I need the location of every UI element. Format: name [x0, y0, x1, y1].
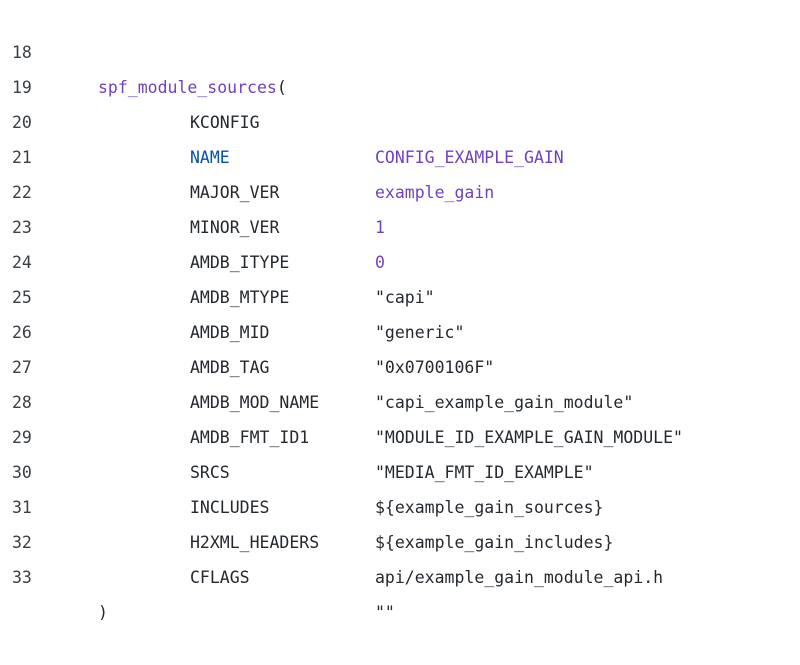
line-number: 27 — [12, 358, 32, 377]
line-number: 28 — [12, 393, 32, 412]
code-line-30: 30 INCLUDES ${example_gain_includes} — [0, 420, 800, 552]
code-line-24: 24 AMDB_MTYPE "generic" — [0, 210, 800, 342]
code-line-26: 26 AMDB_TAG "capi_example_gain_module" — [0, 280, 800, 412]
arg-key: AMDB_FMT_ID1 — [190, 428, 310, 447]
arg-key: NAME — [190, 148, 230, 167]
arg-value: ${example_gain_includes} — [375, 533, 614, 552]
line-number: 31 — [12, 498, 32, 517]
arg-value: "" — [375, 603, 395, 622]
arg-key: AMDB_ITYPE — [190, 253, 290, 272]
code-line-23: 23 AMDB_ITYPE "capi" — [0, 175, 800, 307]
arg-value: ${example_gain_sources} — [375, 498, 604, 517]
code-line-21: 21 MAJOR_VER 1 — [0, 105, 800, 237]
line-number: 21 — [12, 148, 32, 167]
line-number: 26 — [12, 323, 32, 342]
arg-key: AMDB_MTYPE — [190, 288, 290, 307]
arg-key: INCLUDES — [190, 498, 270, 517]
arg-value: api/example_gain_module_api.h — [375, 568, 664, 587]
arg-key: MINOR_VER — [190, 218, 280, 237]
code-line-18: 18 spf_module_sources( — [0, 0, 800, 97]
code-line-20: 20 NAME example_gain — [0, 70, 800, 202]
open-paren: ( — [276, 78, 287, 97]
arg-key: KCONFIG — [190, 113, 260, 132]
code-line-27: 27 AMDB_MOD_NAME "MODULE_ID_EXAMPLE_GAIN… — [0, 315, 800, 447]
line-number: 20 — [12, 113, 32, 132]
arg-value: CONFIG_EXAMPLE_GAIN — [375, 148, 564, 167]
arg-value: "capi" — [375, 288, 435, 307]
arg-value: example_gain — [375, 183, 495, 202]
close-paren: ) — [98, 603, 108, 622]
arg-key: SRCS — [190, 463, 230, 482]
code-line-28: 28 AMDB_FMT_ID1 "MEDIA_FMT_ID_EXAMPLE" — [0, 350, 800, 482]
code-line-25: 25 AMDB_MID "0x0700106F" — [0, 245, 800, 377]
line-number: 30 — [12, 463, 32, 482]
arg-value: "0x0700106F" — [375, 358, 495, 377]
line-number: 32 — [12, 533, 32, 552]
line-number: 33 — [12, 568, 32, 587]
code-line-19: 19 KCONFIG CONFIG_EXAMPLE_GAIN — [0, 35, 800, 167]
line-number: 29 — [12, 428, 32, 447]
arg-value: "MEDIA_FMT_ID_EXAMPLE" — [375, 463, 594, 482]
line-number: 22 — [12, 183, 32, 202]
code-line-31: 31 H2XML_HEADERS api/example_gain_module… — [0, 455, 800, 587]
code-view: 18 spf_module_sources( 19 KCONFIG CONFIG… — [0, 0, 800, 622]
line-number: 19 — [12, 78, 32, 97]
code-line-33: 33 ) — [0, 525, 800, 622]
function-call: spf_module_sources( — [98, 70, 287, 105]
line-number: 25 — [12, 288, 32, 307]
arg-value: "capi_example_gain_module" — [375, 393, 634, 412]
arg-key: CFLAGS — [190, 568, 250, 587]
arg-key: AMDB_MID — [190, 323, 270, 342]
line-number: 24 — [12, 253, 32, 272]
arg-key: H2XML_HEADERS — [190, 533, 320, 552]
arg-value: 0 — [375, 253, 385, 272]
code-line-32: 32 CFLAGS "" — [0, 490, 800, 622]
code-line-29: 29 SRCS ${example_gain_sources} — [0, 385, 800, 517]
line-number: 23 — [12, 218, 32, 237]
code-line-22: 22 MINOR_VER 0 — [0, 140, 800, 272]
line-number: 18 — [12, 43, 32, 62]
arg-key: AMDB_TAG — [190, 358, 270, 377]
arg-value: "MODULE_ID_EXAMPLE_GAIN_MODULE" — [375, 428, 683, 447]
arg-value: 1 — [375, 218, 385, 237]
arg-value: "generic" — [375, 323, 465, 342]
arg-key: AMDB_MOD_NAME — [190, 393, 320, 412]
function-name: spf_module_sources — [98, 78, 277, 97]
arg-key: MAJOR_VER — [190, 183, 280, 202]
